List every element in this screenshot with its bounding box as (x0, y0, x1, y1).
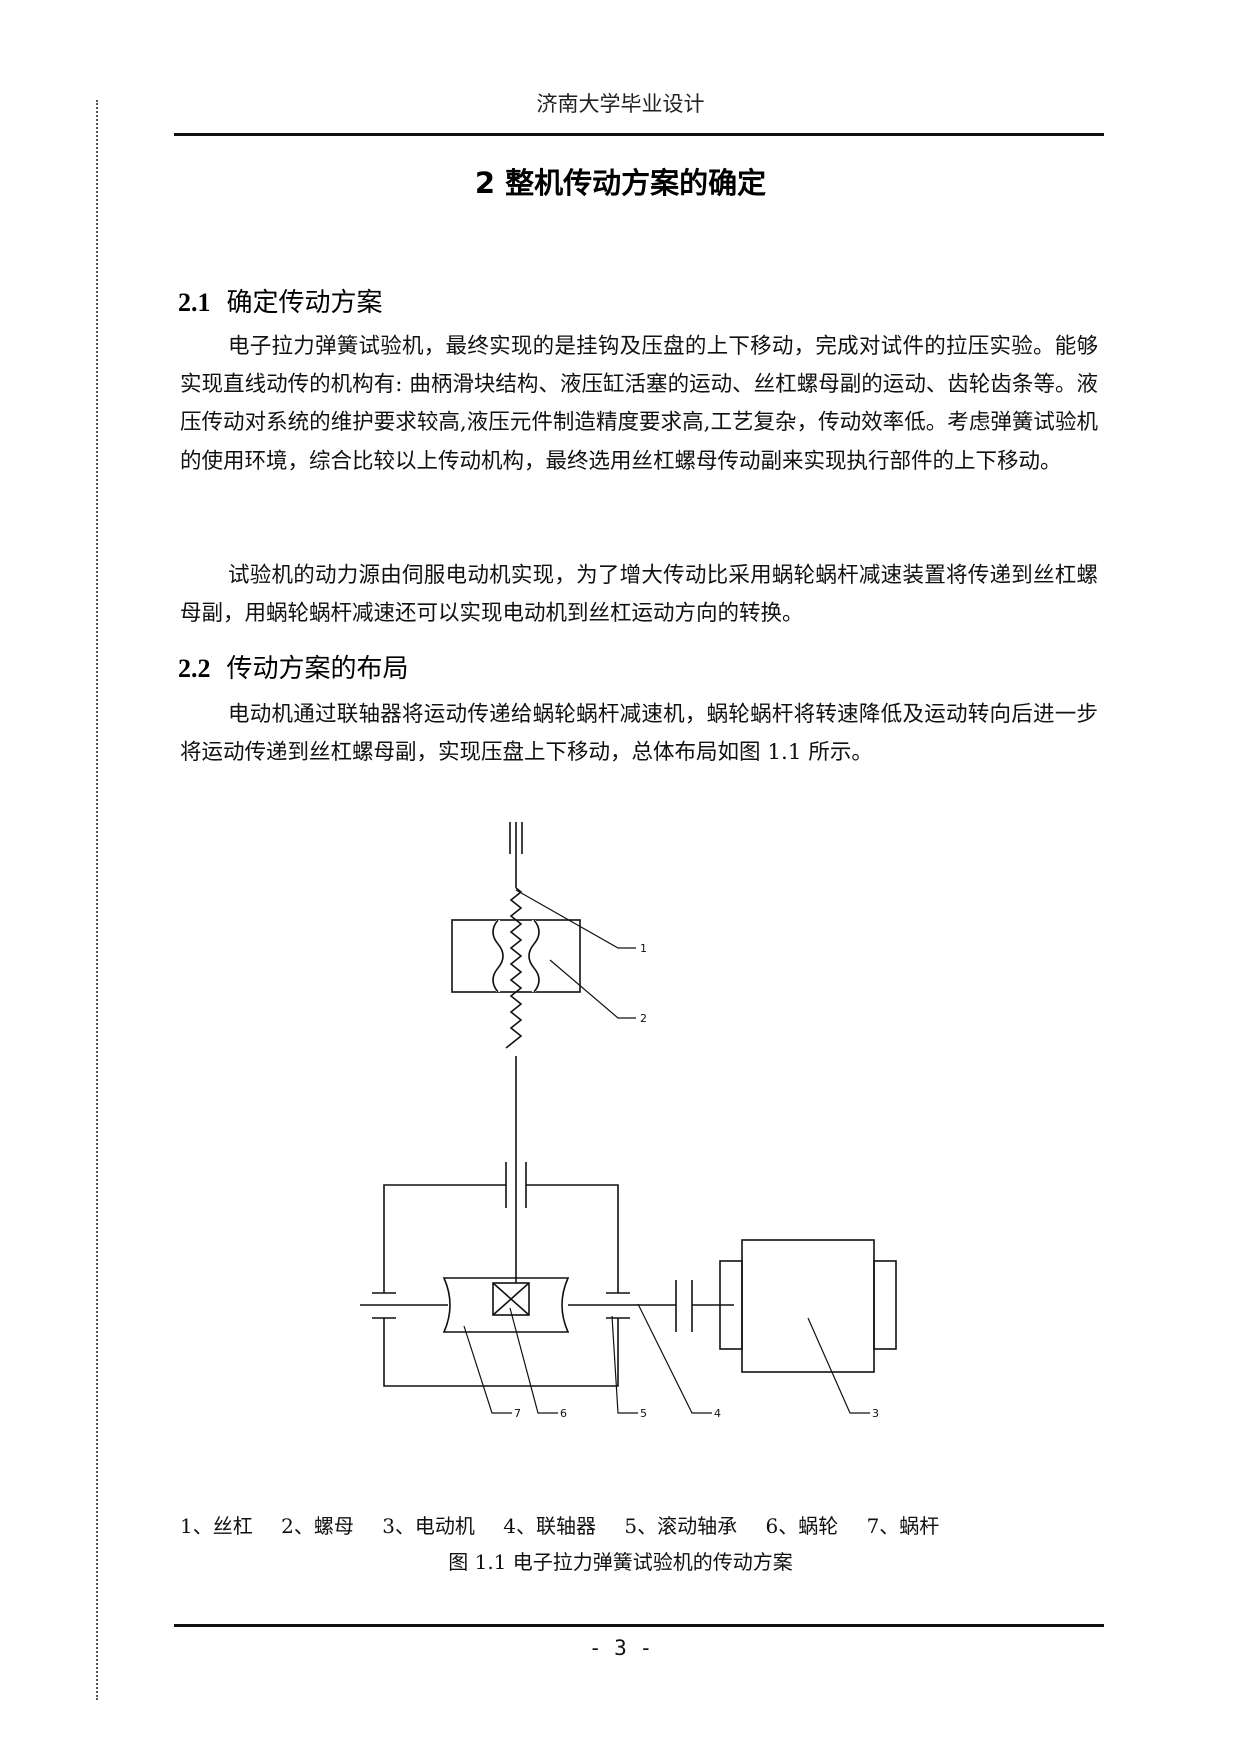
shaft-coupling (675, 1280, 693, 1332)
figure-legend: 1、丝杠 2、螺母 3、电动机 4、联轴器 5、滚动轴承 6、蜗轮 7、蜗杆 (180, 1510, 1080, 1539)
legend-item: 5、滚动轴承 (624, 1514, 738, 1538)
binding-margin-line (96, 100, 98, 1700)
callout-3: 3 (872, 1407, 879, 1420)
figure-caption: 图 1.1 电子拉力弹簧试验机的传动方案 (448, 1550, 793, 1574)
legend-item: 2、螺母 (281, 1514, 354, 1538)
callout-4: 4 (714, 1407, 721, 1420)
section-title: 传动方案的布局 (226, 654, 409, 684)
page-header: 济南大学毕业设计 (536, 92, 705, 116)
callout-1: 1 (640, 942, 647, 955)
paragraph: 电动机通过联轴器将运动传递给蜗轮蜗杆减速机，蜗轮蜗杆将转速降低及运动转向后进一步… (180, 702, 1098, 766)
legend-item: 3、电动机 (382, 1514, 475, 1538)
section-heading-2-1: 2.1 确定传动方案 (178, 282, 383, 319)
footer-rule (174, 1624, 1104, 1627)
callout-2: 2 (640, 1012, 647, 1025)
chapter-title: 2 整机传动方案的确定 (474, 166, 767, 200)
reducer-frame (372, 1184, 630, 1387)
legend-item: 6、蜗轮 (765, 1514, 839, 1538)
paragraph: 电子拉力弹簧试验机，最终实现的是挂钩及压盘的上下移动，完成对试件的拉压实验。能够… (180, 334, 1098, 474)
paragraph: 试验机的动力源由伺服电动机实现，为了增大传动比采用蜗轮蜗杆减速装置将传递到丝杠螺… (180, 563, 1098, 627)
electric-motor (719, 1239, 897, 1373)
leader-lines (463, 889, 870, 1414)
callout-6: 6 (560, 1407, 567, 1420)
worm-wheel (492, 1208, 530, 1316)
callout-5: 5 (640, 1407, 647, 1420)
section-number: 2.2 (178, 654, 211, 683)
callout-7: 7 (514, 1407, 521, 1420)
section-heading-2-2: 2.2 传动方案的布局 (178, 648, 409, 685)
legend-item: 7、蜗杆 (866, 1514, 940, 1538)
section-number: 2.1 (178, 288, 211, 317)
transmission-scheme-diagram: 1 2 3 4 5 6 7 (360, 822, 897, 1420)
legend-item: 1、丝杠 (180, 1514, 253, 1538)
page-number: - 3 - (588, 1636, 653, 1660)
lead-screw (505, 822, 523, 1208)
legend-item: 4、联轴器 (503, 1514, 597, 1538)
worm (442, 1277, 570, 1333)
header-rule (174, 133, 1104, 136)
nut (451, 919, 581, 993)
callout-labels: 1 2 3 4 5 6 7 (514, 942, 879, 1420)
section-title: 确定传动方案 (226, 288, 383, 318)
